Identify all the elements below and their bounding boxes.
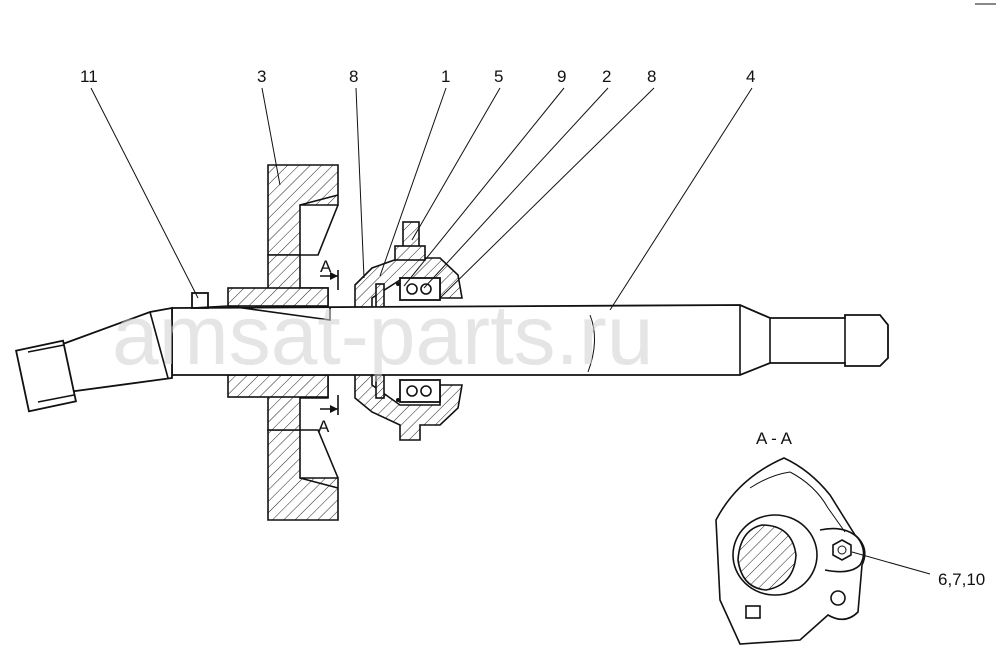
callout-9: 9: [557, 67, 566, 86]
section-marker-bottom: A: [318, 395, 339, 436]
bent-yoke-part-11: [15, 292, 331, 413]
section-label-top: A: [320, 257, 332, 276]
leader-lines: [90, 87, 753, 311]
section-view-a-a: A - A 6,7,10: [715, 429, 985, 645]
flange-part-3: [227, 164, 339, 521]
callout-1: 1: [441, 67, 450, 86]
bearing-housing: [354, 221, 463, 441]
callout-5: 5: [494, 67, 503, 86]
section-label-bottom: A: [318, 417, 330, 436]
callout-8-left: 8: [349, 67, 358, 86]
callout-8-right: 8: [647, 67, 656, 86]
section-view-title: A - A: [756, 429, 793, 448]
main-shaft-part-4: [171, 304, 889, 376]
callout-3: 3: [257, 67, 266, 86]
callout-4: 4: [746, 67, 755, 86]
section-marker-top: A: [320, 257, 339, 290]
callout-2: 2: [602, 67, 611, 86]
watermark-text: amsat-parts.ru: [112, 288, 654, 382]
callout-6-7-10: 6,7,10: [938, 570, 985, 589]
callout-labels: 11 3 8 1 5 9 2 8 4: [80, 67, 755, 86]
callout-11: 11: [80, 67, 98, 86]
